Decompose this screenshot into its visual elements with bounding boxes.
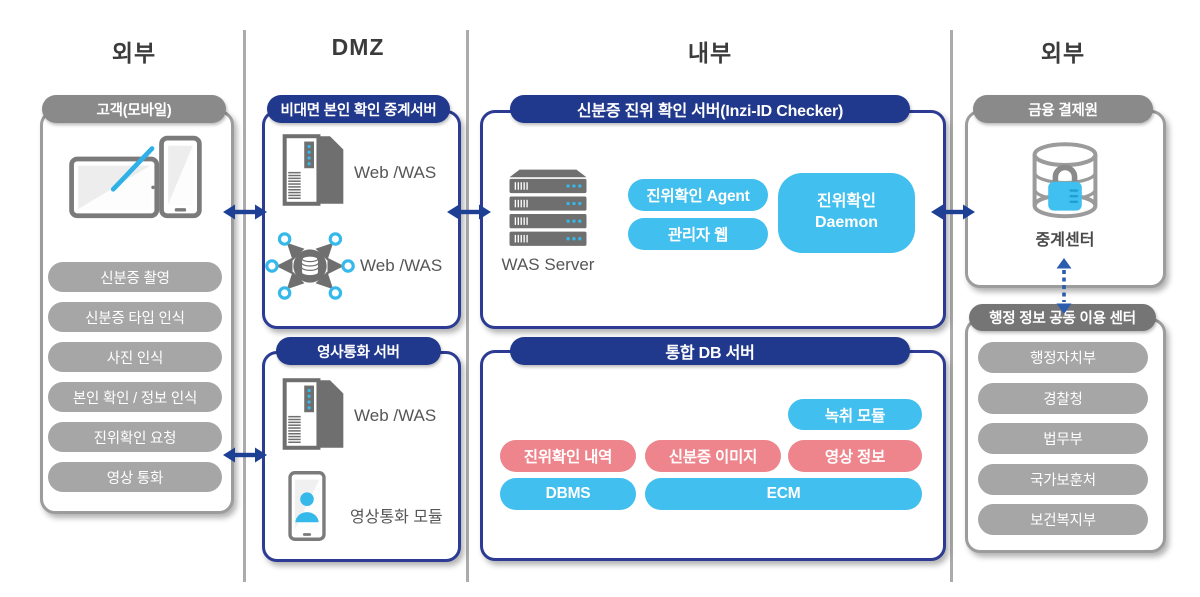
video-call-server-panel-header: 영사통화 서버 <box>276 337 441 365</box>
zone-divider <box>466 30 469 582</box>
id-image-pill: 신분증 이미지 <box>645 440 781 472</box>
server-tower-icon <box>282 372 346 456</box>
verify-history-pill: 진위확인 내역 <box>500 440 636 472</box>
was-server-rack-icon <box>506 168 590 250</box>
customer-step-identity-info: 본인 확인 / 정보 인식 <box>48 382 222 412</box>
server-tower-icon <box>282 128 346 212</box>
db-server-panel-header: 통합 DB 서버 <box>510 337 910 365</box>
customer-step-verify-request: 진위확인 요청 <box>48 422 222 452</box>
bidirectional-arrow-icon <box>223 446 267 469</box>
video-webwas-label: Web /WAS <box>354 406 437 425</box>
relay-webwas-bottom-label: Web /WAS <box>360 256 443 275</box>
zone-header-internal: 내부 <box>687 40 733 66</box>
verify-daemon-box: 진위확인 Daemon <box>778 173 915 253</box>
video-info-pill: 영상 정보 <box>788 440 922 472</box>
video-call-phone-icon <box>288 468 326 544</box>
customer-step-video-call: 영상 통화 <box>48 462 222 492</box>
zone-header-dmz: DMZ <box>331 34 385 60</box>
dbms-pill: DBMS <box>500 478 636 510</box>
network-db-icon <box>264 228 356 304</box>
dashed-bidirectional-arrow-icon <box>1055 258 1073 319</box>
customer-step-id-type: 신분증 타입 인식 <box>48 302 222 332</box>
customer-step-id-capture: 신분증 촬영 <box>48 262 222 292</box>
ecm-pill: ECM <box>645 478 922 510</box>
id-checker-panel-header: 신분증 진위 확인 서버(Inzi-ID Checker) <box>510 95 910 123</box>
bidirectional-arrow-icon <box>447 203 491 226</box>
gov-item-interior-ministry: 행정자치부 <box>978 342 1148 373</box>
verify-daemon-line1: 진위확인 <box>817 193 876 211</box>
relay-server-panel-header: 비대면 본인 확인 중계서버 <box>267 95 450 123</box>
gov-item-justice: 법무부 <box>978 423 1148 454</box>
relay-center-label: 중계센터 <box>1035 232 1095 249</box>
video-module-label: 영상통화 모듈 <box>350 509 443 526</box>
zone-header-external-right: 외부 <box>1040 40 1086 66</box>
verify-agent-pill: 진위확인 Agent <box>628 179 768 211</box>
zone-divider <box>950 30 953 582</box>
customer-panel-header: 고객(모바일) <box>42 95 226 123</box>
zone-header-external-left: 외부 <box>111 40 157 66</box>
bidirectional-arrow-icon <box>931 203 975 226</box>
zone-divider <box>243 30 246 582</box>
database-lock-icon <box>1029 140 1101 222</box>
gov-item-veterans: 국가보훈처 <box>978 464 1148 495</box>
record-module-pill: 녹취 모듈 <box>788 399 922 430</box>
was-server-label: WAS Server <box>501 255 595 274</box>
gov-item-health-welfare: 보건복지부 <box>978 504 1148 535</box>
customer-step-photo: 사진 인식 <box>48 342 222 372</box>
kftc-panel-header: 금융 결제원 <box>973 95 1153 123</box>
admin-web-pill: 관리자 웹 <box>628 218 768 250</box>
relay-webwas-top-label: Web /WAS <box>354 163 437 182</box>
verify-daemon-line2: Daemon <box>814 214 879 231</box>
tablet-phone-icon <box>64 132 206 220</box>
gov-item-police: 경찰청 <box>978 383 1148 414</box>
bidirectional-arrow-icon <box>223 203 267 226</box>
